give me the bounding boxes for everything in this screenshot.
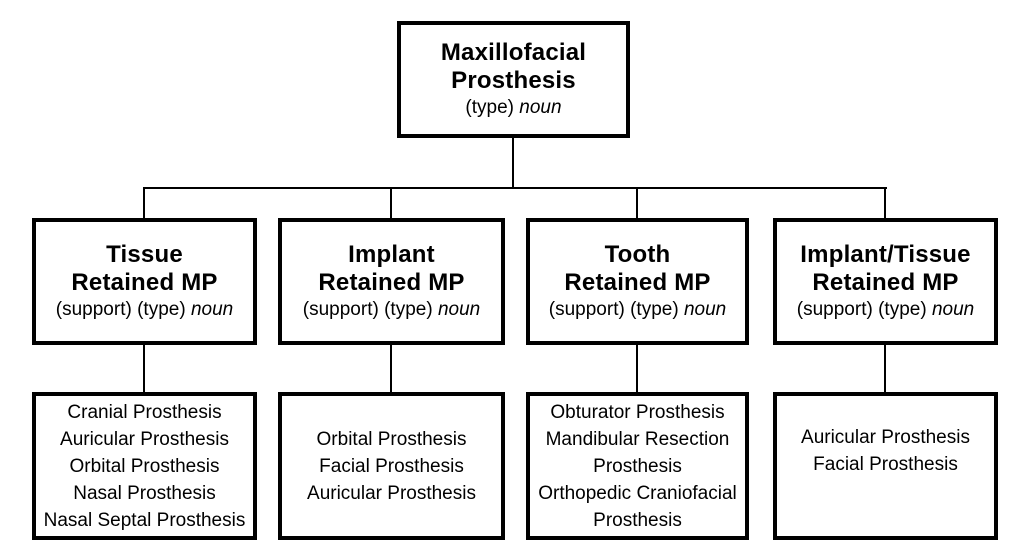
list-item: Mandibular Resection Prosthesis: [545, 428, 730, 477]
grammar-noun: noun: [437, 299, 481, 320]
grammar-prefix: (support) (type): [796, 299, 927, 320]
leaf-list-tissue: Cranial Prosthesis Auricular Prosthesis …: [32, 392, 257, 540]
prosthesis-list: Orbital Prosthesis Facial Prosthesis Aur…: [282, 426, 501, 507]
node-grammar-label: (support) (type) noun: [56, 298, 233, 322]
prosthesis-list: Auricular Prosthesis Facial Prosthesis: [777, 424, 994, 508]
grammar-prefix: (type): [465, 97, 514, 118]
node-implant-retained-mp: Implant Retained MP (support) (type) nou…: [278, 218, 505, 345]
list-item: Auricular Prosthesis: [307, 482, 476, 504]
connector-stem-tissue: [143, 344, 145, 394]
grammar-noun: noun: [931, 299, 975, 320]
connector-drop-tissue: [143, 187, 145, 220]
prosthesis-list: Cranial Prosthesis Auricular Prosthesis …: [36, 399, 253, 534]
list-item: Facial Prosthesis: [813, 454, 958, 475]
node-title: Tissue Retained MP: [71, 241, 217, 297]
node-grammar-label: (support) (type) noun: [549, 298, 726, 322]
node-grammar-label: (support) (type) noun: [797, 298, 974, 322]
list-item: Obturator Prosthesis: [550, 401, 725, 423]
grammar-prefix: (support) (type): [55, 299, 186, 320]
node-tooth-retained-mp: Tooth Retained MP (support) (type) noun: [526, 218, 749, 345]
list-item: Auricular Prosthesis: [60, 428, 229, 450]
node-title-line: Retained MP: [564, 269, 711, 296]
node-title-line: Tooth: [604, 241, 671, 268]
leaf-list-implant-tissue: Auricular Prosthesis Facial Prosthesis: [773, 392, 998, 540]
grammar-noun: noun: [683, 299, 727, 320]
node-title-line: Maxillofacial: [440, 39, 587, 66]
node-title-line: Implant/Tissue: [800, 241, 971, 268]
connector-drop-implant-tissue: [884, 187, 886, 220]
node-tissue-retained-mp: Tissue Retained MP (support) (type) noun: [32, 218, 257, 345]
node-title-line: Retained MP: [812, 269, 959, 296]
node-title: Maxillofacial Prosthesis: [441, 39, 586, 95]
node-title-line: Implant: [348, 241, 435, 268]
node-title-line: Prosthesis: [451, 67, 576, 94]
connector-root-stem: [512, 136, 514, 189]
node-implant-tissue-retained-mp: Implant/Tissue Retained MP (support) (ty…: [773, 218, 998, 345]
node-title-line: Retained MP: [318, 269, 465, 296]
grammar-prefix: (support) (type): [548, 299, 679, 320]
connector-crossbar: [143, 187, 887, 189]
leaf-list-tooth: Obturator Prosthesis Mandibular Resectio…: [526, 392, 749, 540]
grammar-noun: noun: [519, 97, 562, 118]
grammar-prefix: (support) (type): [302, 299, 433, 320]
list-item: Orthopedic Craniofacial Prosthesis: [538, 482, 737, 531]
node-grammar-label: (support) (type) noun: [303, 298, 480, 322]
list-item: Nasal Septal Prosthesis: [43, 509, 246, 531]
prosthesis-list: Obturator Prosthesis Mandibular Resectio…: [530, 399, 745, 534]
list-item: Orbital Prosthesis: [316, 428, 467, 450]
connector-stem-implant: [390, 344, 392, 394]
list-item: Orbital Prosthesis: [69, 455, 220, 477]
connector-stem-tooth: [636, 344, 638, 394]
node-grammar-label: (type) noun: [465, 96, 561, 120]
list-item: Auricular Prosthesis: [801, 427, 970, 448]
node-title-line: Tissue: [106, 241, 183, 268]
node-maxillofacial-prosthesis: Maxillofacial Prosthesis (type) noun: [397, 21, 630, 138]
grammar-noun: noun: [190, 299, 234, 320]
connector-stem-implant-tissue: [884, 344, 886, 394]
list-item: Nasal Prosthesis: [73, 482, 216, 504]
node-title-line: Retained MP: [71, 269, 218, 296]
node-title: Tooth Retained MP: [564, 241, 710, 297]
node-title: Implant Retained MP: [318, 241, 464, 297]
connector-drop-implant: [390, 187, 392, 220]
node-title: Implant/Tissue Retained MP: [800, 241, 970, 297]
leaf-list-implant: Orbital Prosthesis Facial Prosthesis Aur…: [278, 392, 505, 540]
list-item: Cranial Prosthesis: [67, 401, 222, 423]
list-item: Facial Prosthesis: [319, 455, 464, 477]
connector-drop-tooth: [636, 187, 638, 220]
